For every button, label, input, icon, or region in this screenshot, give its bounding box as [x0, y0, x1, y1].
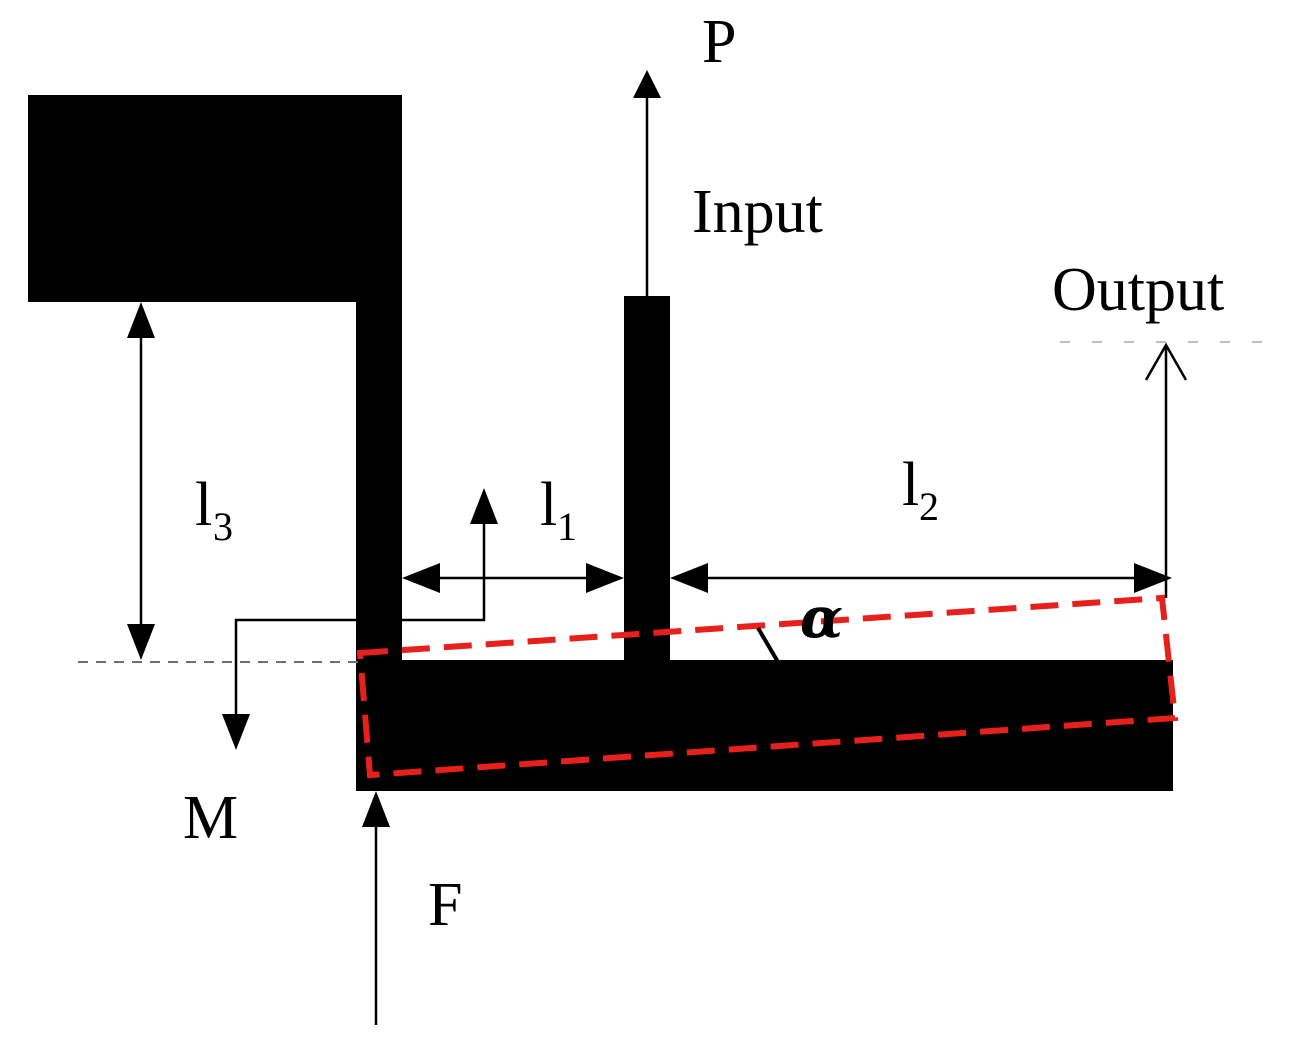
force-f-arrow [362, 791, 390, 1025]
svg-text:l: l [902, 451, 919, 519]
label-f: F [428, 871, 462, 939]
mechanism-structure [28, 95, 1173, 791]
deformed-lever-outline [356, 594, 1179, 779]
label-input: Input [692, 178, 823, 246]
dimension-l3-arrow [127, 302, 155, 660]
lever-beam [356, 660, 1173, 791]
dimension-l2-arrow [670, 563, 1172, 593]
input-rod [624, 296, 670, 662]
input-force-arrow [633, 70, 661, 296]
output-arrow [1144, 342, 1188, 598]
svg-text:l: l [195, 471, 212, 539]
label-output: Output [1052, 256, 1224, 324]
label-l3: l 3 [195, 471, 233, 549]
svg-text:2: 2 [919, 484, 939, 529]
label-m: M [183, 784, 238, 852]
label-l2: l 2 [902, 451, 939, 529]
fixed-base-block [28, 95, 402, 662]
label-l1: l 1 [540, 471, 577, 549]
label-p: P [702, 8, 736, 76]
label-alpha: α [800, 585, 843, 651]
alpha-angle-tick [756, 626, 780, 664]
moment-arrow [222, 488, 498, 750]
svg-text:1: 1 [557, 504, 577, 549]
svg-text:3: 3 [213, 504, 233, 549]
dimension-l1-arrow [402, 563, 624, 593]
svg-text:l: l [540, 471, 557, 539]
